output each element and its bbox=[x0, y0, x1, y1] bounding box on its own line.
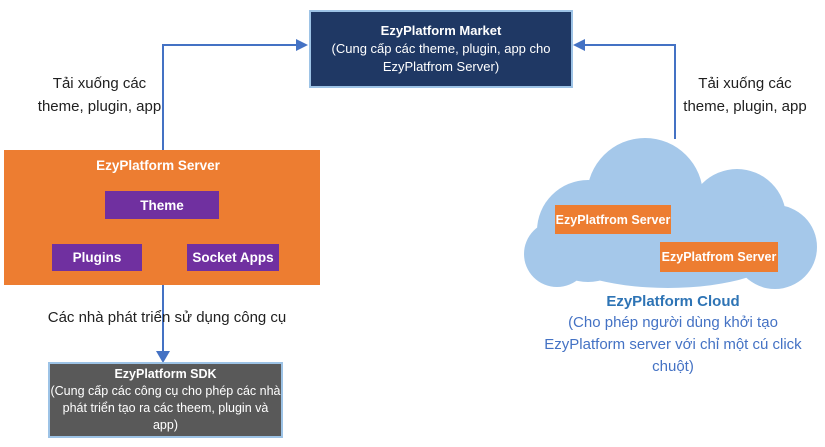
download-label-left-line1: Tải xuống các bbox=[52, 75, 147, 92]
cloud-server-label-1: EzyPlatfrom Server bbox=[555, 212, 671, 227]
socket-apps-box: Socket Apps bbox=[187, 244, 279, 271]
cloud-title: EzyPlatform Cloud bbox=[606, 293, 740, 310]
sdk-desc-line2: phát triển tạo ra các theem, plugin và bbox=[62, 401, 269, 415]
cloud-server-label-2: EzyPlatfrom Server bbox=[661, 250, 777, 264]
market-desc-line2: EzyPlatfrom Server) bbox=[382, 59, 500, 74]
cloud-desc-line1: (Cho phép người dùng khởi tạo bbox=[568, 314, 778, 331]
connector-server-to-market-vertical bbox=[162, 44, 164, 150]
download-label-right-line2: theme, plugin, app bbox=[683, 98, 807, 115]
socket-apps-label: Socket Apps bbox=[192, 250, 274, 265]
arrowhead-into-market-left-icon bbox=[296, 39, 308, 51]
download-label-right: Tải xuống các theme, plugin, app bbox=[665, 72, 825, 118]
cloud-server-box-1: EzyPlatfrom Server bbox=[555, 205, 671, 234]
cloud-desc-line2: EzyPlatform server với chỉ một cú click bbox=[544, 336, 802, 353]
arrowhead-into-market-right-icon bbox=[573, 39, 585, 51]
plugins-label: Plugins bbox=[72, 250, 122, 265]
theme-label: Theme bbox=[140, 197, 184, 213]
connector-cloud-to-market-horizontal bbox=[585, 44, 675, 46]
connector-server-to-market-horizontal bbox=[162, 44, 296, 46]
arrowhead-into-sdk-icon bbox=[156, 351, 170, 363]
cloud-desc-line3: chuột) bbox=[652, 358, 694, 375]
market-box: EzyPlatform Market (Cung cấp các theme, … bbox=[309, 10, 573, 88]
server-title: EzyPlatform Server bbox=[96, 158, 220, 173]
cloud-server-box-2: EzyPlatfrom Server bbox=[660, 242, 778, 272]
market-desc-line1: (Cung cấp các theme, plugin, app cho bbox=[331, 41, 551, 56]
download-label-left: Tải xuống các theme, plugin, app bbox=[22, 72, 177, 118]
download-label-right-line1: Tải xuống các bbox=[698, 75, 792, 92]
theme-box: Theme bbox=[105, 191, 219, 219]
sdk-box: EzyPlatform SDK (Cung cấp các công cụ ch… bbox=[48, 362, 283, 438]
sdk-title: EzyPlatform SDK bbox=[114, 367, 217, 381]
plugins-box: Plugins bbox=[52, 244, 142, 271]
connector-cloud-to-market-vertical bbox=[674, 44, 676, 139]
sdk-desc-line3: app) bbox=[152, 418, 179, 432]
connector-server-to-sdk-vertical bbox=[162, 285, 164, 351]
cloud-caption: EzyPlatform Cloud (Cho phép người dùng k… bbox=[520, 291, 825, 378]
market-title: EzyPlatform Market bbox=[380, 23, 502, 38]
developers-label: Các nhà phát triển sử dụng công cụ bbox=[47, 309, 287, 326]
sdk-desc-line1: (Cung cấp các công cụ cho phép các nhà bbox=[50, 384, 281, 398]
download-label-left-line2: theme, plugin, app bbox=[37, 98, 162, 115]
